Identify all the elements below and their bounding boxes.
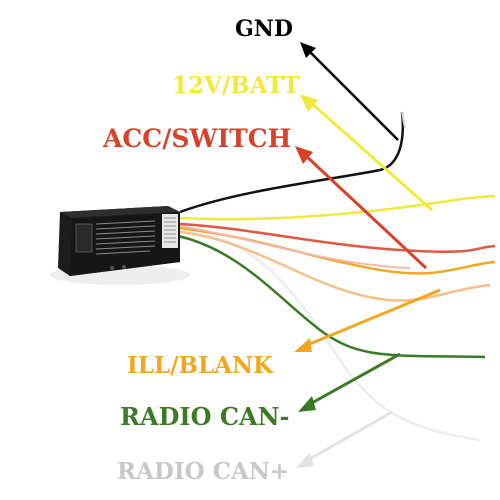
wire-light-orange [179,230,491,302]
label-gnd: GND [235,16,293,42]
arrow-can-plus [296,410,393,468]
arrow-batt [300,94,433,212]
wire-green [177,234,486,359]
label-batt: 12V/BATT [172,72,300,99]
wire-red [179,222,496,254]
label-can-minus: RADIO CAN- [120,402,290,431]
label-ill: ILL/BLANK [127,352,273,379]
arrow-acc [295,146,428,270]
label-can-plus: RADIO CAN+ [117,458,290,485]
wire-pink [179,225,411,269]
arrow-gnd [300,42,399,141]
arrow-ill [294,288,441,352]
wire-black [179,111,404,214]
wire-yellow [179,194,496,221]
wire-end-white [401,111,406,129]
label-acc: ACC/SWITCH [103,124,292,153]
module-print [95,220,156,255]
decoder-module [58,206,180,276]
module-logo [75,223,93,253]
arrow-can-minus [298,352,401,412]
